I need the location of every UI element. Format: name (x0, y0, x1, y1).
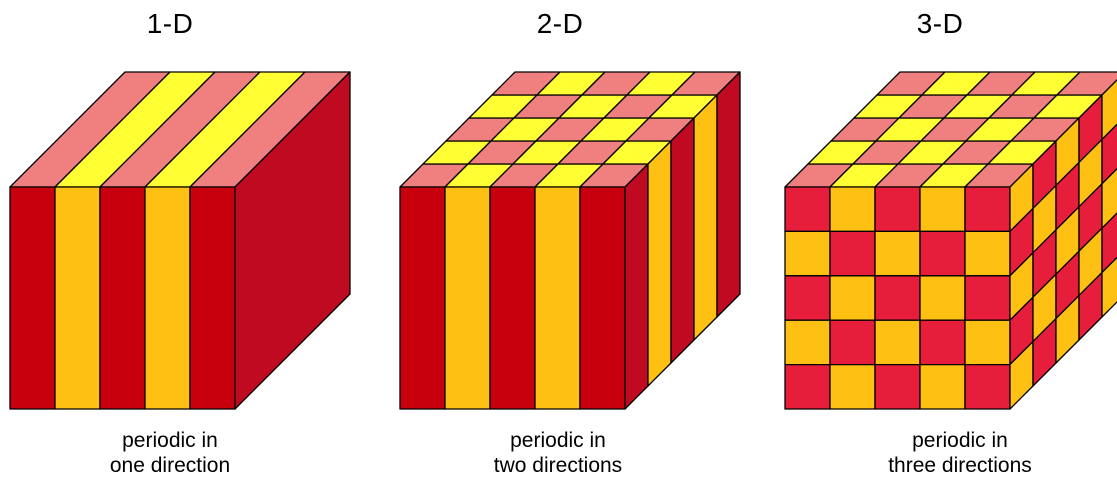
side-tile (1101, 123, 1117, 185)
front-tile (964, 186, 1011, 233)
front-strip (99, 186, 146, 410)
side-strip (624, 163, 649, 410)
front-strip (54, 186, 101, 410)
front-tile (784, 363, 831, 410)
front-tile (784, 230, 831, 277)
caption-2d-line1: periodic in (510, 429, 606, 452)
front-tile (919, 230, 966, 277)
front-tile (874, 319, 921, 366)
caption-1d-line1: periodic in (122, 429, 218, 452)
front-strip (189, 186, 236, 410)
caption-2d-line2: two directions (493, 454, 623, 477)
front-strip (579, 186, 626, 410)
front-tile (784, 319, 831, 366)
front-tile (964, 319, 1011, 366)
front-strip (444, 186, 491, 410)
front-tile (829, 230, 876, 277)
front-strip (9, 186, 56, 410)
side-tile (1101, 256, 1117, 318)
front-tile (964, 275, 1011, 321)
front-tile (919, 186, 966, 233)
cube-1d (9, 71, 351, 410)
cube-3d (784, 71, 1117, 410)
front-tile (784, 275, 831, 321)
side-strip (670, 117, 695, 364)
title-3d: 3-D (916, 8, 964, 39)
side-strip (693, 94, 718, 341)
front-tile (829, 319, 876, 366)
caption-2d: periodic in two directions (428, 428, 688, 478)
front-tile (829, 363, 876, 410)
front-tile (919, 319, 966, 366)
side-strip (716, 71, 741, 318)
title-2d: 2-D (536, 8, 584, 39)
side-tile (1101, 79, 1117, 141)
crystal-periodicity-diagram (9, 71, 1117, 410)
front-strip (144, 186, 191, 410)
front-tile (874, 186, 921, 233)
front-tile (919, 275, 966, 321)
front-strip (534, 186, 581, 410)
side-tile (1101, 167, 1117, 229)
front-tile (964, 363, 1011, 410)
side-face (234, 71, 351, 410)
front-tile (874, 275, 921, 321)
front-tile (829, 275, 876, 321)
front-tile (919, 363, 966, 410)
front-tile (784, 186, 831, 233)
caption-1d: periodic in one direction (40, 428, 300, 478)
side-strip (647, 140, 672, 387)
caption-3d: periodic in three directions (830, 428, 1090, 478)
front-strip (399, 186, 446, 410)
title-1d: 1-D (146, 8, 194, 39)
front-tile (874, 363, 921, 410)
top-tile (1056, 71, 1117, 96)
side-tile (1101, 212, 1117, 274)
front-tile (874, 230, 921, 277)
front-tile (964, 230, 1011, 277)
cube-2d (399, 71, 741, 410)
caption-3d-line1: periodic in (912, 429, 1008, 452)
caption-1d-line2: one direction (109, 454, 231, 477)
front-strip (489, 186, 536, 410)
caption-3d-line2: three directions (888, 454, 1032, 477)
front-tile (829, 186, 876, 233)
